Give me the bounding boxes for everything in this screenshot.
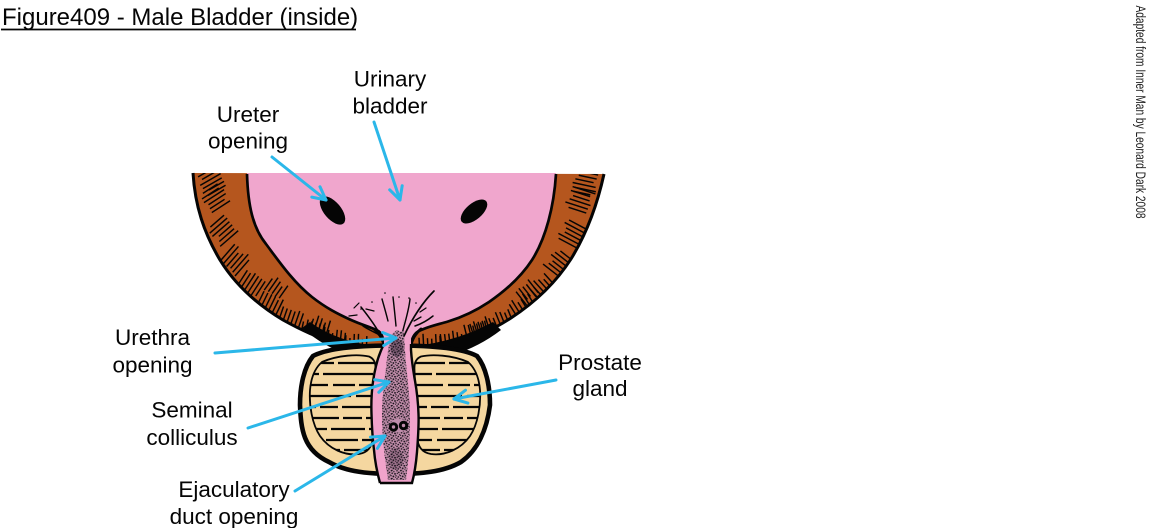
svg-text:opening: opening xyxy=(208,129,288,154)
svg-text:Urinary: Urinary xyxy=(354,67,427,92)
svg-text:duct opening: duct opening xyxy=(170,504,299,528)
svg-text:Adapted from Inner Man by Leon: Adapted from Inner Man by Leonard Dark 2… xyxy=(1133,6,1149,219)
svg-text:opening: opening xyxy=(112,353,192,378)
svg-text:Figure409 - Male Bladder (insi: Figure409 - Male Bladder (inside) xyxy=(2,4,358,31)
svg-text:Urethra: Urethra xyxy=(115,325,191,350)
svg-text:bladder: bladder xyxy=(352,94,428,119)
svg-text:Prostate: Prostate xyxy=(558,350,642,375)
svg-text:gland: gland xyxy=(572,376,627,401)
svg-text:Ureter: Ureter xyxy=(217,102,280,127)
svg-text:Seminal: Seminal xyxy=(151,398,232,423)
svg-text:Ejaculatory: Ejaculatory xyxy=(178,477,290,502)
svg-text:colliculus: colliculus xyxy=(146,425,237,450)
